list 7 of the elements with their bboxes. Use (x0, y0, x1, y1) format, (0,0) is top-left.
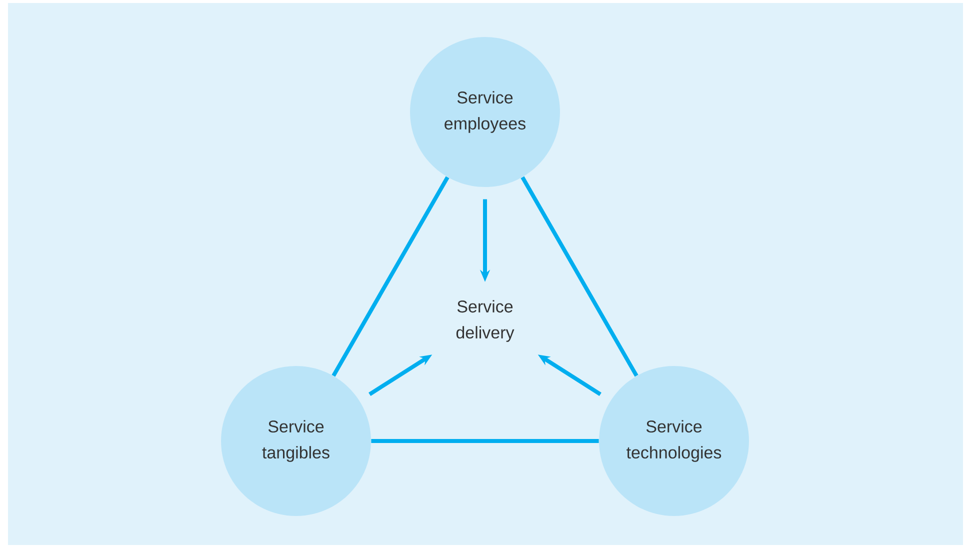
circle-node: Service technologies (599, 366, 749, 516)
node-label: Service delivery (456, 300, 514, 342)
connector-line (371, 439, 599, 443)
circle-node: Service tangibles (221, 366, 371, 516)
connector-line (520, 176, 638, 377)
connector-line (332, 176, 450, 377)
circle-node: Service employees (410, 37, 560, 187)
